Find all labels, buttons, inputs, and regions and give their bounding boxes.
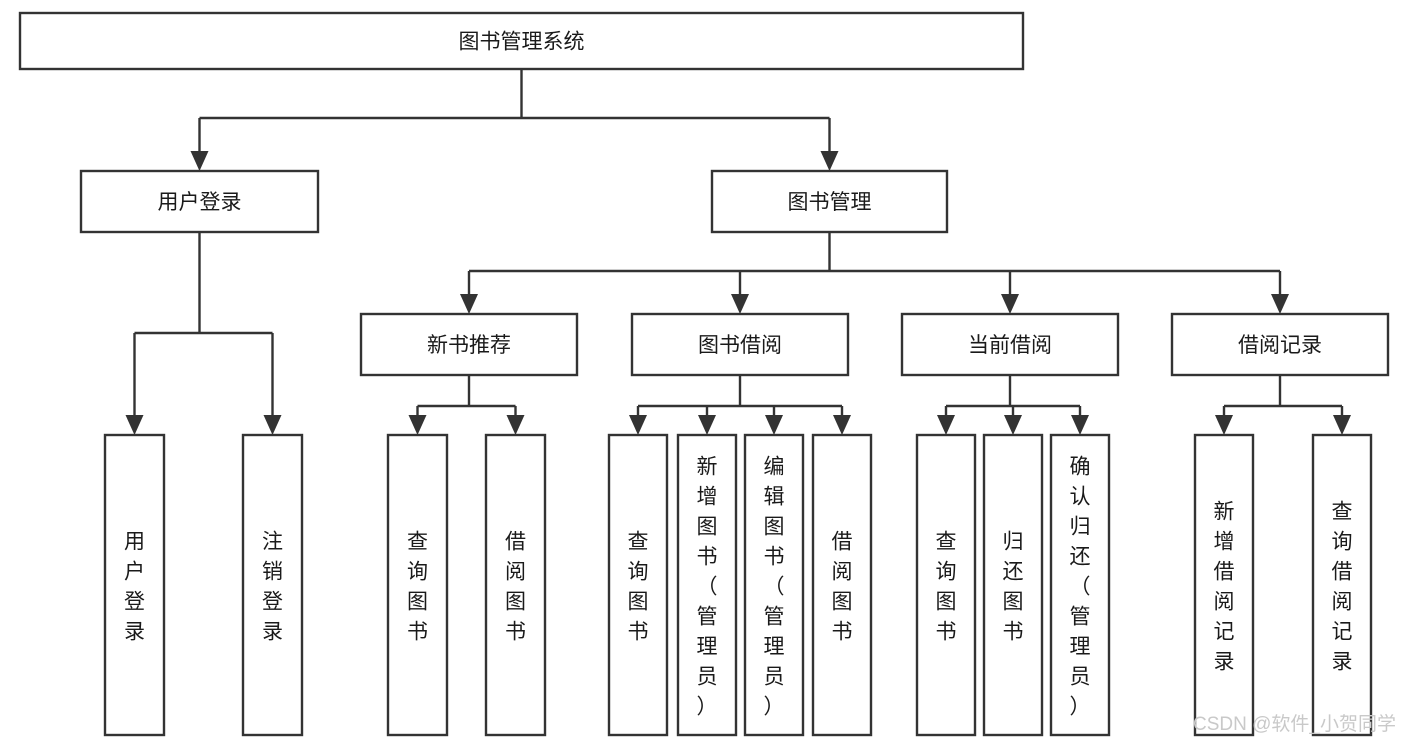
node-leaf-query-book-3-label: 查询图书 — [936, 530, 957, 643]
node-leaf-query-book-3[interactable]: 查询图书 — [915, 433, 977, 737]
node-leaf-query-record-rect — [1311, 433, 1373, 737]
node-leaf-query-book-3-rect — [915, 433, 977, 737]
node-user-login-rect — [79, 169, 320, 234]
node-leaf-add-record-label: 新增借阅记录 — [1214, 500, 1235, 673]
arrow-down-icon — [833, 415, 851, 435]
node-leaf-borrow-book-2[interactable]: 借阅图书 — [811, 433, 873, 737]
node-book-manage-rect — [710, 169, 949, 234]
node-leaf-return-book[interactable]: 归还图书 — [982, 433, 1044, 737]
arrow-down-icon — [1271, 294, 1289, 314]
node-current-borrow-rect — [900, 312, 1120, 377]
node-leaf-query-record-label: 查询借阅记录 — [1332, 500, 1353, 673]
node-leaf-edit-book[interactable]: 编辑图书（管理员） — [743, 433, 805, 737]
node-current-borrow[interactable]: 当前借阅 — [900, 312, 1120, 377]
node-leaf-return-book-label: 归还图书 — [1003, 530, 1024, 643]
arrow-down-icon — [698, 415, 716, 435]
node-leaf-edit-book-label: 编辑图书（管理员） — [764, 455, 785, 718]
node-leaf-borrow-book-2-label: 借阅图书 — [832, 530, 853, 643]
node-current-borrow-label: 当前借阅 — [968, 334, 1052, 357]
node-leaf-borrow-book-1-label: 借阅图书 — [505, 530, 526, 643]
node-leaf-user-login[interactable]: 用户登录 — [103, 433, 166, 737]
arrow-down-icon — [1215, 415, 1233, 435]
arrow-down-icon — [263, 415, 282, 435]
node-boxes: 图书管理系统用户登录图书管理新书推荐图书借阅当前借阅借阅记录用户登录注销登录查询… — [18, 11, 1390, 737]
arrow-down-icon — [731, 294, 749, 314]
node-leaf-logout-label: 注销登录 — [262, 530, 283, 643]
node-user-login-label: 用户登录 — [158, 191, 242, 214]
node-leaf-user-login-rect — [103, 433, 166, 737]
node-book-manage-label: 图书管理 — [788, 191, 872, 214]
node-leaf-borrow-book-1-rect — [484, 433, 547, 737]
node-leaf-confirm-return-label: 确认归还（管理员） — [1070, 455, 1091, 718]
arrow-down-icon — [125, 415, 144, 435]
node-leaf-user-login-label: 用户登录 — [124, 530, 145, 643]
node-book-borrow[interactable]: 图书借阅 — [630, 312, 850, 377]
arrow-down-icon — [820, 151, 839, 171]
node-leaf-query-book-2-rect — [607, 433, 669, 737]
arrow-down-icon — [765, 415, 783, 435]
arrow-down-icon — [1071, 415, 1089, 435]
node-title-system[interactable]: 图书管理系统 — [18, 11, 1025, 71]
arrow-down-icon — [460, 294, 478, 314]
node-leaf-query-record[interactable]: 查询借阅记录 — [1311, 433, 1373, 737]
node-borrow-record-label: 借阅记录 — [1238, 334, 1322, 357]
arrow-down-icon — [1004, 415, 1022, 435]
node-leaf-borrow-book-2-rect — [811, 433, 873, 737]
arrow-down-icon — [629, 415, 647, 435]
node-leaf-return-book-rect — [982, 433, 1044, 737]
node-leaf-confirm-return[interactable]: 确认归还（管理员） — [1049, 433, 1111, 737]
node-leaf-query-book-1-label: 查询图书 — [407, 530, 428, 643]
node-book-manage[interactable]: 图书管理 — [710, 169, 949, 234]
node-leaf-borrow-book-1[interactable]: 借阅图书 — [484, 433, 547, 737]
arrow-down-icon — [1001, 294, 1019, 314]
node-leaf-query-book-1-rect — [386, 433, 449, 737]
node-new-book-recommend[interactable]: 新书推荐 — [359, 312, 579, 377]
node-leaf-add-book[interactable]: 新增图书（管理员） — [676, 433, 738, 737]
node-leaf-logout-rect — [241, 433, 304, 737]
node-leaf-edit-book-rect — [743, 433, 805, 737]
arrow-down-icon — [506, 415, 525, 435]
node-borrow-record[interactable]: 借阅记录 — [1170, 312, 1390, 377]
node-user-login[interactable]: 用户登录 — [79, 169, 320, 234]
connector-lines — [125, 69, 1351, 435]
arrow-down-icon — [1333, 415, 1351, 435]
arrow-down-icon — [408, 415, 427, 435]
node-leaf-add-book-label: 新增图书（管理员） — [697, 455, 718, 718]
node-leaf-add-record-rect — [1193, 433, 1255, 737]
node-leaf-query-book-1[interactable]: 查询图书 — [386, 433, 449, 737]
arrow-down-icon — [937, 415, 955, 435]
node-leaf-query-book-2[interactable]: 查询图书 — [607, 433, 669, 737]
node-leaf-add-book-rect — [676, 433, 738, 737]
node-title-system-rect — [18, 11, 1025, 71]
node-leaf-logout[interactable]: 注销登录 — [241, 433, 304, 737]
node-title-system-label: 图书管理系统 — [459, 31, 585, 54]
node-new-book-recommend-label: 新书推荐 — [427, 334, 511, 357]
node-book-borrow-label: 图书借阅 — [698, 334, 782, 357]
node-book-borrow-rect — [630, 312, 850, 377]
node-new-book-recommend-rect — [359, 312, 579, 377]
node-leaf-confirm-return-rect — [1049, 433, 1111, 737]
node-leaf-query-book-2-label: 查询图书 — [628, 530, 649, 643]
arrow-down-icon — [190, 151, 209, 171]
watermark-label: CSDN @软件_小贺同学 — [1193, 713, 1396, 735]
node-borrow-record-rect — [1170, 312, 1390, 377]
node-leaf-add-record[interactable]: 新增借阅记录 — [1193, 433, 1255, 737]
